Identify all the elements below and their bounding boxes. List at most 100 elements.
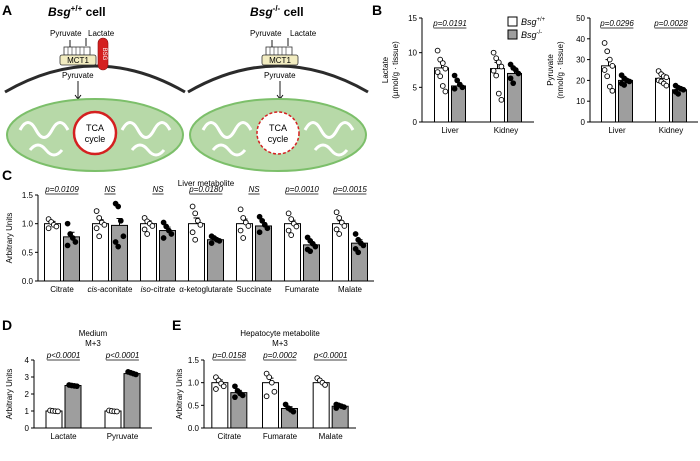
data-point <box>336 231 343 237</box>
data-point <box>93 225 100 232</box>
p-value-label: NS <box>152 185 164 194</box>
x-tick-label-rest: -citrate <box>151 285 176 294</box>
data-point <box>360 242 367 249</box>
panel-letter-c: C <box>2 167 12 183</box>
data-point <box>74 383 80 390</box>
y-tick-label: 1.0 <box>188 379 200 388</box>
data-point <box>442 88 449 95</box>
right-title-genotype: -/- <box>273 4 281 13</box>
data-point <box>240 235 247 241</box>
x-tick-label: Lactate <box>50 432 77 441</box>
data-point <box>434 69 441 75</box>
y-tick-label: 2 <box>25 390 30 399</box>
data-point <box>160 219 167 226</box>
p-value-label: p=0.0180 <box>188 185 223 194</box>
x-tick-label: cis-aconitate <box>88 285 133 294</box>
legend-swatch-open <box>507 16 518 27</box>
data-point <box>442 65 449 72</box>
data-point <box>493 72 500 79</box>
data-point <box>189 203 196 210</box>
bar-pyruvate-knockout <box>123 373 141 429</box>
data-point <box>663 74 670 81</box>
data-point <box>237 206 244 213</box>
bsg-protein: BSG <box>97 37 109 71</box>
legend-swatch-filled <box>507 29 518 40</box>
right-tca-cycle-ring <box>256 111 300 155</box>
data-point <box>439 83 446 89</box>
right-pyruvate-inside: Pyruvate <box>264 71 296 80</box>
data-point <box>459 84 466 91</box>
right-mitochondrion: TCA cycle <box>189 98 367 172</box>
legend-label-knockout: Bsg-/- <box>521 30 542 40</box>
right-cell-membrane <box>187 64 369 94</box>
x-tick-label: Succinate <box>236 285 272 294</box>
p-value-label: p<0.0001 <box>46 351 81 360</box>
data-point <box>220 383 227 390</box>
p-value-label: p=0.0109 <box>44 185 79 194</box>
data-point <box>72 239 79 245</box>
x-tick-label-rest: Fumarate <box>285 285 320 294</box>
y-tick-label: 5 <box>413 83 418 92</box>
data-point <box>493 55 500 62</box>
data-point <box>507 75 514 82</box>
data-point <box>53 223 60 230</box>
y-tick-label: 4 <box>25 356 30 365</box>
y-axis-label: Pyruvate(nmol/g · tissue) <box>546 41 565 99</box>
x-tick-label-rest: α-ketoglutarate <box>179 285 233 294</box>
left-title-genotype: +/+ <box>71 4 83 13</box>
legend-label-wildtype-gene: Bsg <box>521 17 537 27</box>
data-point <box>290 408 297 415</box>
y-tick-label: 10 <box>576 97 585 106</box>
data-point <box>515 70 522 77</box>
left-mct1-transporter: MCT1 <box>59 46 97 66</box>
data-point <box>322 382 328 388</box>
data-point <box>55 408 61 415</box>
y-axis-label-line1: Arbitrary Units <box>5 213 14 264</box>
data-point <box>606 83 613 90</box>
x-tick-label-rest: -aconitate <box>97 285 133 294</box>
data-point <box>163 223 170 230</box>
p-value-label: p=0.0010 <box>284 185 319 194</box>
data-point <box>69 235 76 241</box>
data-point <box>239 392 246 399</box>
data-point <box>498 63 505 70</box>
p-value-label: p=0.0158 <box>212 351 247 360</box>
data-point <box>285 210 292 217</box>
x-tick-label: Malate <box>319 432 344 441</box>
data-point <box>434 47 441 54</box>
right-pyruvate-top: Pyruvate <box>250 29 282 38</box>
chart-title: Liver metabolite <box>178 179 235 188</box>
y-axis-label-line1: Arbitrary Units <box>5 369 14 420</box>
left-mct1-label: MCT1 <box>67 56 89 65</box>
p-value-label: p=0.0028 <box>653 19 688 28</box>
data-point <box>120 233 127 240</box>
data-point <box>675 91 682 97</box>
data-point <box>149 223 156 229</box>
right-mct1-label: MCT1 <box>269 56 291 65</box>
data-point <box>96 215 103 221</box>
data-point <box>307 248 314 255</box>
data-point <box>352 231 359 237</box>
data-point <box>495 59 502 66</box>
right-mct1-transporter: MCT1 <box>261 46 299 66</box>
right-cell-title: Bsg-/- cell <box>250 4 304 19</box>
data-point <box>604 48 611 55</box>
bar--ketoglutarate-knockout <box>207 239 224 282</box>
left-title-gene: Bsg <box>48 5 71 19</box>
y-tick-label: 0 <box>581 118 586 127</box>
data-point <box>604 73 611 80</box>
y-tick-label: 0 <box>413 118 418 127</box>
data-point <box>96 233 103 240</box>
legend: Bsg+/+ Bsg-/- <box>507 16 546 40</box>
left-cell-membrane <box>4 64 186 94</box>
left-title-rest: cell <box>82 5 105 19</box>
y-tick-label: 40 <box>576 35 585 44</box>
data-point <box>451 72 458 79</box>
data-point <box>64 220 71 227</box>
data-point <box>264 225 271 232</box>
data-point <box>510 80 517 87</box>
y-tick-label: 15 <box>408 14 417 23</box>
chart-hepatocyte-metabolite: Hepatocyte metaboliteM+30.00.51.01.5Arbi… <box>175 329 356 441</box>
data-point <box>259 217 266 224</box>
p-value-label: p=0.0296 <box>599 19 634 28</box>
